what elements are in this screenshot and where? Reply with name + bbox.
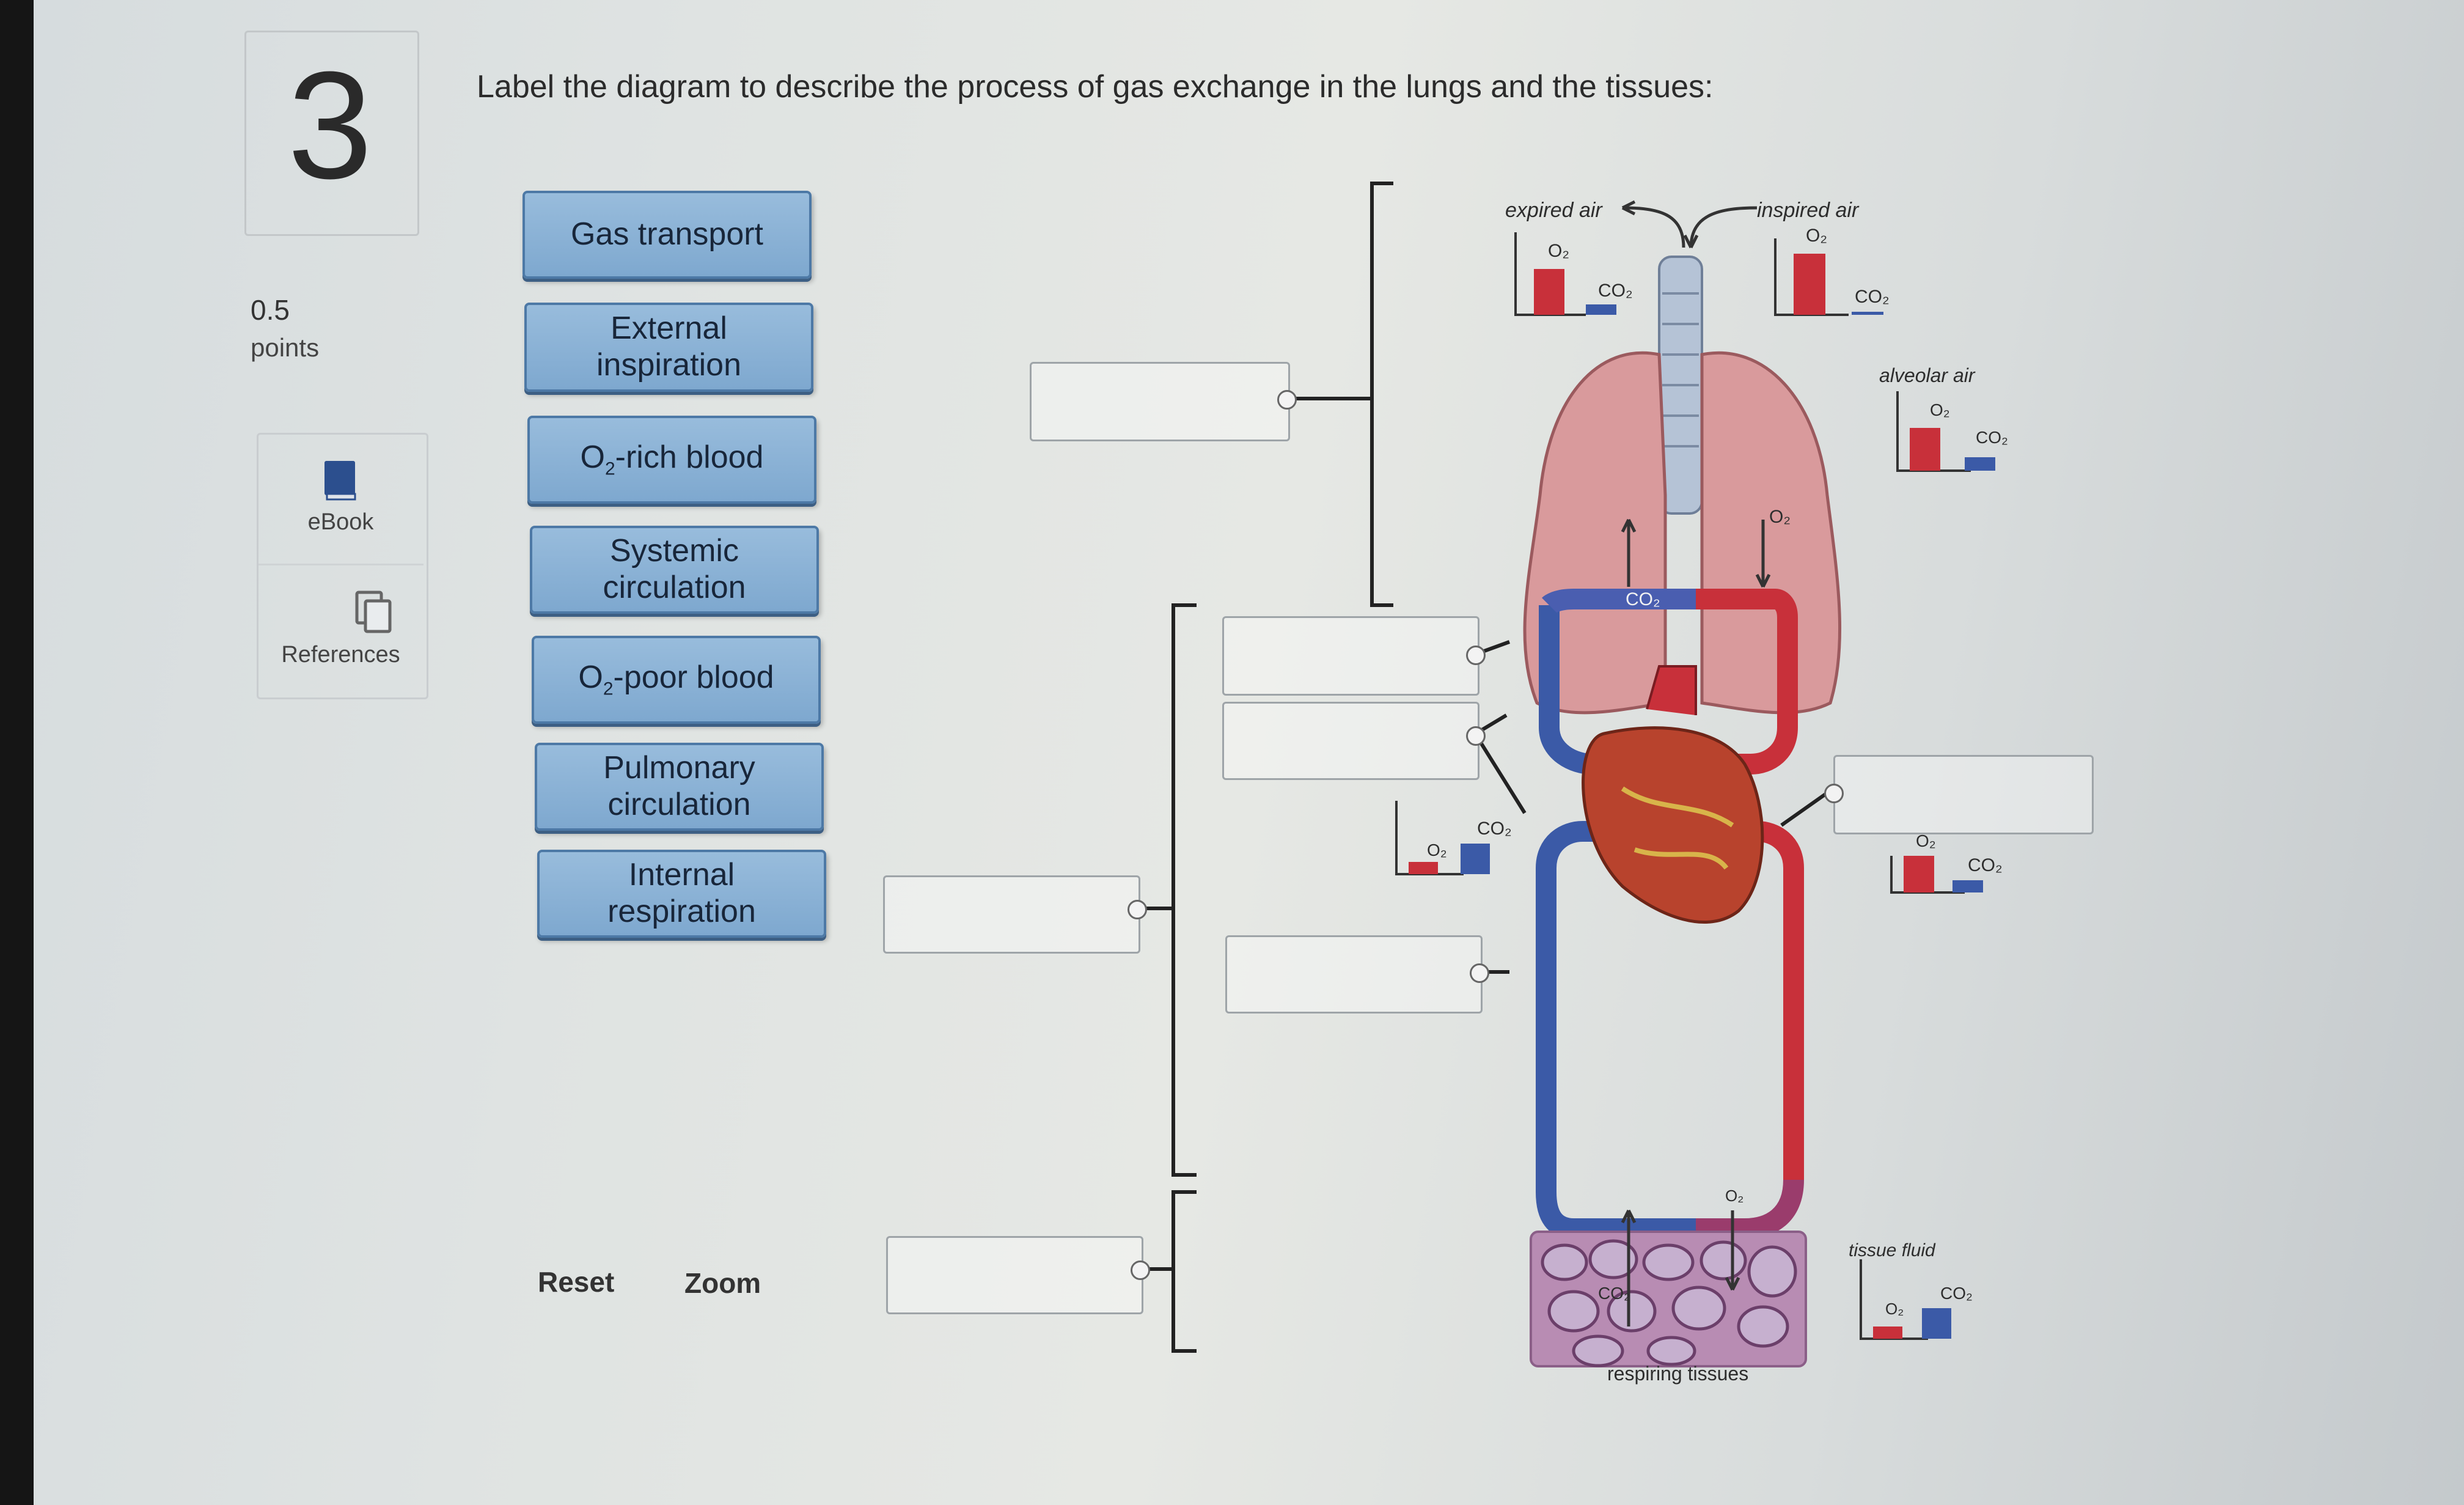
zoom-button[interactable]: Zoom bbox=[684, 1267, 761, 1299]
drop-target-1[interactable] bbox=[1030, 362, 1290, 441]
pulmonary-blood-chart bbox=[1890, 856, 1983, 894]
ebook-icon[interactable] bbox=[322, 460, 358, 501]
drop-target-5[interactable] bbox=[1225, 935, 1483, 1014]
inspired-air-chart bbox=[1774, 238, 1883, 316]
label-pulmonary-circulation[interactable]: Pulmonary circulation bbox=[535, 743, 824, 831]
label-text: Gas transport bbox=[570, 216, 764, 252]
respiring-tissues-label: respiring tissues bbox=[1607, 1363, 1748, 1385]
inspired-air-label: inspired air bbox=[1757, 199, 1860, 222]
label-text-line1: External bbox=[610, 311, 727, 347]
circulation-loops bbox=[1536, 589, 1804, 1239]
alveolar-co2-label: CO₂ bbox=[1976, 428, 2008, 447]
screen: 3 0.5 points eBook References Label the … bbox=[34, 0, 2464, 1505]
resources-divider bbox=[258, 564, 424, 565]
expired-air-label: expired air bbox=[1505, 199, 1603, 222]
label-internal-respiration[interactable]: Internal respiration bbox=[537, 850, 826, 938]
gas-exchange-diagram: expired air inspired air alveolar air ti… bbox=[1395, 199, 2008, 1385]
pulmonary-o2-label: O₂ bbox=[1916, 831, 1936, 850]
references-icon[interactable] bbox=[354, 590, 397, 636]
tissue-fluid-o2-label: O₂ bbox=[1885, 1300, 1904, 1318]
points-label: points bbox=[251, 333, 320, 362]
label-text-line2: circulation bbox=[607, 787, 751, 822]
label-text-line1: Systemic bbox=[610, 533, 739, 569]
drop-target-4[interactable] bbox=[883, 875, 1140, 954]
drop-target-7[interactable] bbox=[886, 1236, 1143, 1314]
drop-target-3-anchor bbox=[1466, 726, 1486, 746]
question-number: 3 bbox=[287, 40, 373, 210]
drop-target-2-anchor bbox=[1466, 646, 1486, 665]
label-text-line1: Internal bbox=[628, 857, 735, 893]
label-gas-transport[interactable]: Gas transport bbox=[522, 191, 812, 279]
drop-target-2[interactable] bbox=[1222, 616, 1480, 696]
trachea-rings bbox=[1662, 292, 1699, 447]
drop-target-7-anchor bbox=[1131, 1260, 1150, 1280]
alveolar-o2-label: O₂ bbox=[1930, 400, 1950, 419]
airflow-arrows bbox=[1621, 200, 1771, 588]
expired-o2-label: O₂ bbox=[1548, 241, 1569, 261]
drop-target-5-anchor bbox=[1470, 963, 1489, 983]
inspired-o2-label: O₂ bbox=[1806, 226, 1827, 246]
label-text-line2: respiration bbox=[607, 894, 756, 929]
label-o2-poor-blood[interactable]: O2-poor blood bbox=[532, 636, 821, 724]
tissue-fluid-label: tissue fluid bbox=[1849, 1240, 1936, 1260]
pulmonary-co2-label: CO₂ bbox=[1968, 855, 2003, 875]
label-text: O2-poor blood bbox=[578, 660, 774, 699]
expired-co2-label: CO₂ bbox=[1598, 281, 1633, 301]
label-o2-rich-blood[interactable]: O2-rich blood bbox=[527, 416, 816, 504]
tissue-co2-label: CO₂ bbox=[1598, 1284, 1630, 1303]
expired-air-chart bbox=[1514, 232, 1616, 316]
label-text-line2: circulation bbox=[603, 570, 746, 605]
left-lung bbox=[1523, 351, 1667, 715]
systemic-co2-label: CO₂ bbox=[1477, 819, 1512, 839]
connector-lines bbox=[1137, 182, 1835, 1353]
label-systemic-circulation[interactable]: Systemic circulation bbox=[530, 526, 819, 614]
alveolar-air-label: alveolar air bbox=[1879, 364, 1976, 386]
cell-outlines bbox=[1541, 1239, 1797, 1367]
tissue-fluid-chart bbox=[1860, 1259, 1951, 1340]
tissue-exchange-arrows bbox=[1621, 1209, 1740, 1327]
reset-button[interactable]: Reset bbox=[538, 1266, 615, 1298]
lung-o2-label: O₂ bbox=[1769, 507, 1791, 527]
points-value: 0.5 bbox=[251, 294, 290, 326]
resources-panel bbox=[257, 433, 428, 699]
references-link[interactable]: References bbox=[281, 642, 400, 668]
question-prompt: Label the diagram to describe the proces… bbox=[477, 69, 1714, 105]
drop-target-6[interactable] bbox=[1833, 755, 2094, 834]
question-number-box bbox=[244, 31, 419, 236]
ebook-link[interactable]: eBook bbox=[307, 509, 374, 535]
label-external-inspiration[interactable]: External inspiration bbox=[524, 303, 813, 392]
label-text-line2: inspiration bbox=[596, 347, 742, 383]
heart bbox=[1582, 665, 1764, 924]
systemic-blood-chart bbox=[1395, 801, 1490, 875]
label-text-line1: Pulmonary bbox=[603, 750, 755, 786]
right-lung bbox=[1700, 351, 1842, 715]
label-text: O2-rich blood bbox=[580, 440, 764, 479]
tissue-o2-label: O₂ bbox=[1725, 1187, 1744, 1205]
drop-target-1-anchor bbox=[1277, 390, 1297, 410]
inspired-co2-label: CO₂ bbox=[1855, 287, 1890, 307]
tissue-fluid-co2-label: CO₂ bbox=[1940, 1284, 1973, 1303]
alveolar-air-chart bbox=[1896, 391, 1995, 472]
drop-target-6-anchor bbox=[1824, 784, 1844, 803]
systemic-o2-label: O₂ bbox=[1427, 841, 1447, 859]
lung-co2-label: CO₂ bbox=[1626, 589, 1660, 609]
drop-target-4-anchor bbox=[1128, 900, 1147, 919]
